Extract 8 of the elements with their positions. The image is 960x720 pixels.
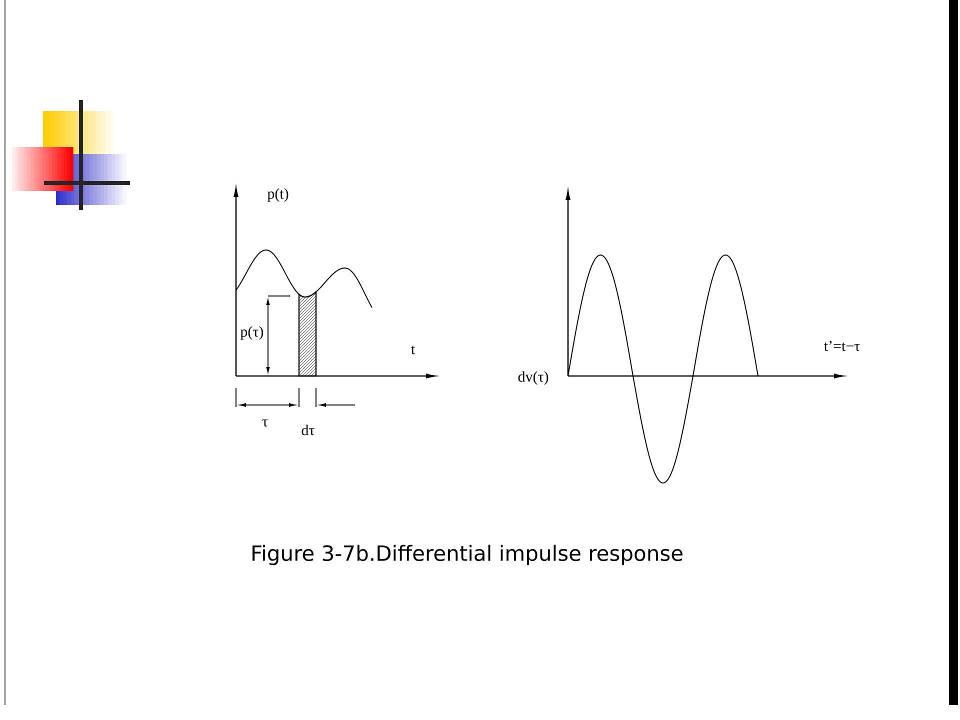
axis-label: dτ	[302, 424, 314, 436]
axis-label: t	[411, 346, 415, 354]
caption: Figure 3-7b.Differential impulse response	[252, 544, 682, 566]
axis-label: t’=t−τ	[824, 340, 860, 352]
axis-label: p(t)	[267, 188, 288, 202]
axis-label: dv(τ)	[518, 371, 548, 385]
axis-label: p(τ)	[240, 326, 264, 340]
axis-label: τ	[262, 419, 268, 426]
